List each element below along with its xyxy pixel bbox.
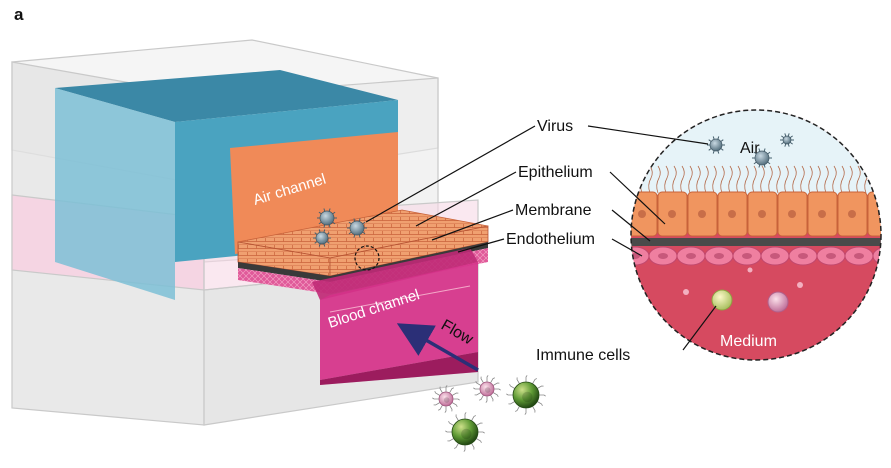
endothelium-leader-line bbox=[457, 238, 505, 253]
virus-leader-line bbox=[365, 125, 536, 223]
immune-cell bbox=[767, 291, 789, 313]
particle bbox=[747, 267, 753, 273]
endothelium-leader-line-inset bbox=[611, 238, 643, 257]
virus-particle bbox=[347, 218, 367, 238]
virus-leader-line-inset bbox=[587, 125, 709, 145]
epithelium-leader-line bbox=[415, 171, 517, 227]
membrane-leader-line-inset bbox=[611, 209, 651, 242]
virus-particle bbox=[707, 136, 725, 154]
virus-particle bbox=[313, 229, 331, 247]
medium-label: Medium bbox=[720, 333, 777, 350]
epithelium-callout-label: Epithelium bbox=[518, 164, 593, 181]
blood-channel: Blood channel bbox=[312, 248, 478, 385]
immune-cells-group bbox=[432, 375, 546, 452]
air-label: Air bbox=[740, 140, 760, 157]
membrane-layer bbox=[631, 238, 881, 246]
chip-viruses bbox=[313, 208, 367, 247]
inset-border bbox=[630, 109, 882, 361]
endothelium-cells bbox=[631, 246, 881, 266]
membrane-callout-label: Membrane bbox=[515, 202, 592, 219]
particle bbox=[797, 282, 803, 288]
particle bbox=[683, 289, 689, 295]
immune-cell bbox=[445, 412, 485, 452]
epithelium-cells bbox=[631, 191, 881, 237]
zoom-region-marker bbox=[354, 245, 380, 271]
immune-cells-leader-line bbox=[682, 305, 717, 351]
epithelium-leader-line-inset bbox=[609, 171, 666, 225]
immune-cell bbox=[711, 289, 733, 311]
callouts: Virus Epithelium Membrane Endothelium Im… bbox=[365, 118, 717, 364]
endothelium-callout-label: Endothelium bbox=[506, 231, 595, 248]
tissue-inset: Air Medium bbox=[630, 109, 882, 361]
virus-particle bbox=[780, 133, 794, 147]
flow-arrow bbox=[396, 323, 479, 372]
panel-label: a bbox=[14, 5, 24, 24]
virus-particle bbox=[317, 208, 337, 228]
virus-callout-label: Virus bbox=[537, 118, 573, 135]
air-viruses bbox=[707, 133, 794, 168]
organ-chip: Air channel Blood channel bbox=[11, 39, 489, 426]
membrane-leader-line bbox=[431, 209, 514, 241]
immune-cell bbox=[432, 385, 460, 413]
immune-cell bbox=[473, 375, 501, 403]
immune-cell bbox=[506, 375, 546, 415]
virus-particle bbox=[752, 148, 772, 168]
immune-cells-callout-label: Immune cells bbox=[536, 347, 630, 364]
air-channel: Air channel bbox=[55, 70, 398, 300]
